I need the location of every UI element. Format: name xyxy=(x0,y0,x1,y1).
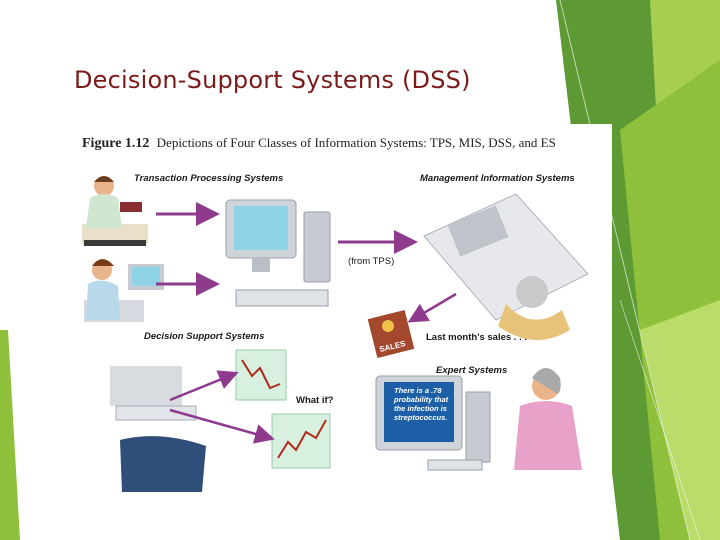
figure-number: Figure 1.12 xyxy=(82,136,150,151)
dss-chart-down xyxy=(235,349,287,401)
figure-caption-text: Depictions of Four Classes of Informatio… xyxy=(156,135,556,150)
sales-report-icon: SALES xyxy=(367,309,415,359)
expert-system-illustration xyxy=(375,368,582,471)
tps-operator-illustration xyxy=(84,259,164,322)
tps-label: Transaction Processing Systems xyxy=(134,173,284,184)
expert-system-screen-text: There is a .78 probability that the infe… xyxy=(394,386,449,422)
figure-caption: Figure 1.12 Depictions of Four Classes o… xyxy=(82,134,602,152)
dss-label: Decision Support Systems xyxy=(144,331,265,342)
dss-analyst-illustration xyxy=(110,366,206,492)
expert-systems-label: Expert Systems xyxy=(436,365,508,376)
mis-label: Management Information Systems xyxy=(420,173,575,184)
figure-illustration: Figure 1.12 Depictions of Four Classes o… xyxy=(76,124,612,504)
green-shape-left xyxy=(0,330,20,540)
tps-clerk-illustration xyxy=(82,176,148,246)
green-shape-bottom xyxy=(640,300,720,540)
dss-chart-up xyxy=(271,413,331,469)
information-systems-drawing: SALES xyxy=(82,176,589,492)
slide-title: Decision-Support Systems (DSS) xyxy=(74,66,471,94)
what-if-label: What if? xyxy=(296,395,334,406)
mis-manager-illustration xyxy=(423,193,589,341)
last-month-sales-label: Last month's sales . . . xyxy=(426,332,527,343)
central-computer-illustration xyxy=(225,199,331,307)
from-tps-label: (from TPS) xyxy=(348,256,395,267)
